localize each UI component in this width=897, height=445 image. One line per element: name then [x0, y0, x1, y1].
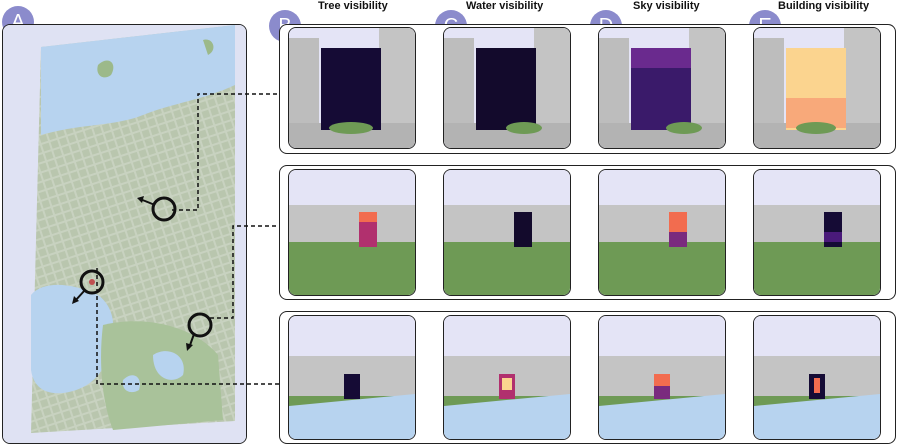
column-title-water: Water visibility [466, 0, 544, 12]
column-title-building: Building visibility [778, 0, 870, 12]
sky-view-2 [598, 169, 726, 296]
sky-view-3 [598, 315, 726, 440]
view-group-1 [279, 24, 896, 154]
lake-water [31, 284, 114, 394]
water-view-2 [443, 169, 571, 296]
building-view-2 [753, 169, 881, 296]
tree-view-3 [288, 315, 416, 440]
river-water [41, 25, 235, 135]
column-title-tree: Tree visibility [318, 0, 388, 12]
view-group-3 [279, 311, 896, 444]
view-group-2 [279, 165, 896, 300]
viewpoint-marker-1[interactable] [137, 196, 177, 222]
water-view-1 [443, 27, 571, 149]
column-title-sky: Sky visibility [633, 0, 700, 12]
viewpoint-marker-3[interactable] [186, 312, 213, 351]
building-view-3 [753, 315, 881, 440]
tree-view-1 [288, 27, 416, 149]
sky-view-1 [598, 27, 726, 149]
water-view-3 [443, 315, 571, 440]
building-view-1 [753, 27, 881, 149]
viewpoint-marker-2[interactable] [72, 269, 105, 304]
tree-view-2 [288, 169, 416, 296]
